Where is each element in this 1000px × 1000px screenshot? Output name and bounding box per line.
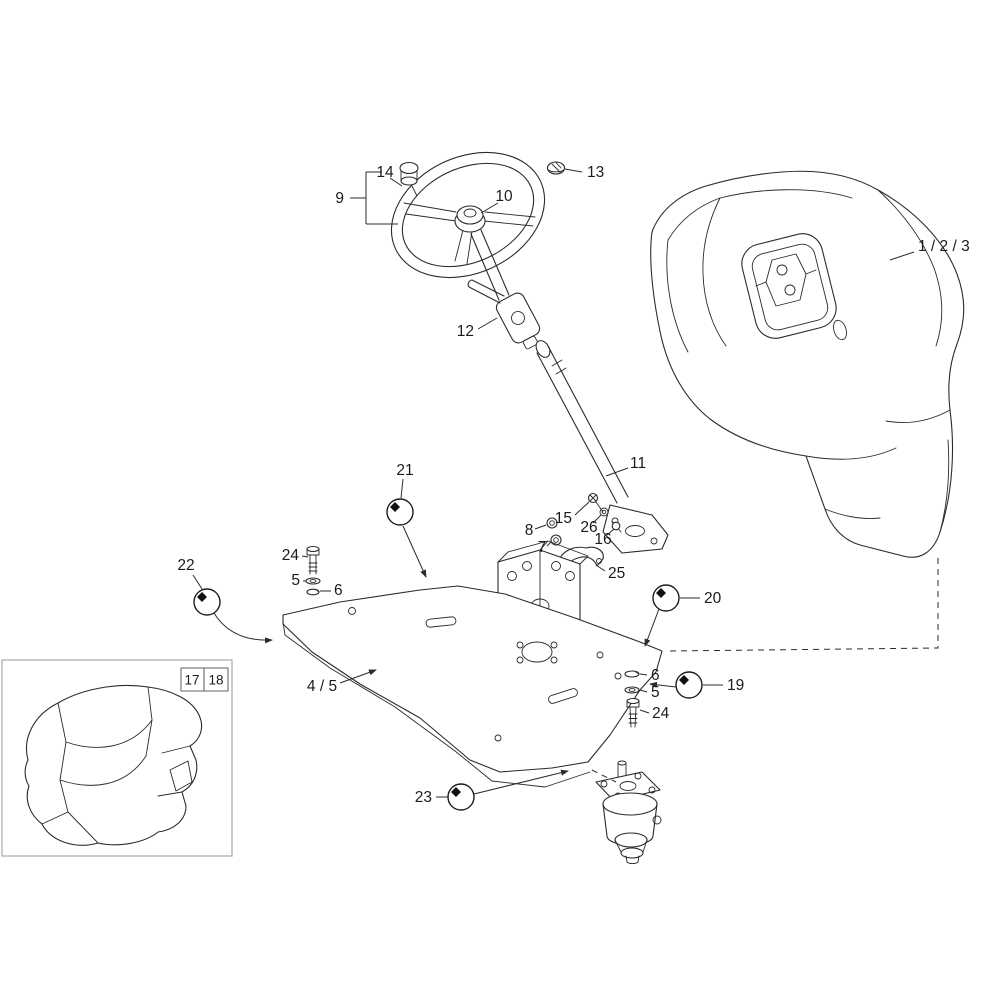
mounting-plate-drawing xyxy=(282,585,663,788)
callout-5-right-label[interactable]: 5 xyxy=(651,684,660,701)
callout-21-label[interactable]: 21 xyxy=(396,462,413,479)
callout-25-label[interactable]: 25 xyxy=(608,565,625,582)
inset-ref-17-label[interactable]: 17 xyxy=(184,673,199,688)
callout-16-label[interactable]: 16 xyxy=(594,531,611,548)
small-fasteners-drawing xyxy=(546,492,622,546)
ref-badge-23[interactable] xyxy=(447,783,475,811)
callout-7-label[interactable]: 7 xyxy=(538,539,547,556)
callout-12-label[interactable]: 12 xyxy=(457,323,474,340)
steering-wheel-drawing xyxy=(390,151,546,279)
callout-24-right-label[interactable]: 24 xyxy=(652,705,670,722)
callout-9-label[interactable]: 9 xyxy=(335,190,344,207)
callout-20-label[interactable]: 20 xyxy=(704,590,722,607)
callout-23-label[interactable]: 23 xyxy=(415,789,432,806)
callout-10-label[interactable]: 10 xyxy=(495,188,513,205)
assembly-dashed-lines xyxy=(591,558,939,783)
inset-panel: 17 18 xyxy=(1,659,233,857)
callout-1-2-3-label[interactable]: 1 / 2 / 3 xyxy=(918,238,970,255)
callout-19-label[interactable]: 19 xyxy=(727,677,744,694)
steering-column-drawing xyxy=(467,229,669,554)
ref-badge-20[interactable] xyxy=(652,584,680,612)
callout-24-left-label[interactable]: 24 xyxy=(282,547,300,564)
callout-26-label[interactable]: 26 xyxy=(580,519,597,536)
inset-ref-18-label[interactable]: 18 xyxy=(208,673,223,688)
inset-cell-18[interactable] xyxy=(203,667,229,692)
callout-5-left-label[interactable]: 5 xyxy=(291,572,300,589)
callout-15-label[interactable]: 15 xyxy=(555,510,572,527)
callout-labels: 9 14 10 13 1 / 2 / 3 12 11 21 15 26 16 8… xyxy=(177,164,969,806)
callout-11-label[interactable]: 11 xyxy=(630,455,646,472)
ref-badge-21[interactable] xyxy=(386,498,414,526)
hardware-right-drawing xyxy=(624,670,640,728)
leader-lines xyxy=(192,168,915,798)
ref-badge-22[interactable] xyxy=(193,588,221,616)
steering-unit-drawing xyxy=(595,760,662,864)
cover-boot-drawing xyxy=(24,684,203,846)
callout-6-right-label[interactable]: 6 xyxy=(651,667,660,684)
callout-14-label[interactable]: 14 xyxy=(376,164,394,181)
callout-22-label[interactable]: 22 xyxy=(177,557,194,574)
console-drawing xyxy=(650,170,965,558)
spinner-knob-part xyxy=(399,161,419,197)
callout-4-5-label[interactable]: 4 / 5 xyxy=(307,678,337,695)
callout-13-label[interactable]: 13 xyxy=(587,164,604,181)
ref-badge-19[interactable] xyxy=(675,671,703,699)
hardware-left-drawing xyxy=(305,545,321,596)
cap-nut-part xyxy=(546,161,566,175)
callout-6-left-label[interactable]: 6 xyxy=(334,582,343,599)
callout-8-label[interactable]: 8 xyxy=(525,522,534,539)
